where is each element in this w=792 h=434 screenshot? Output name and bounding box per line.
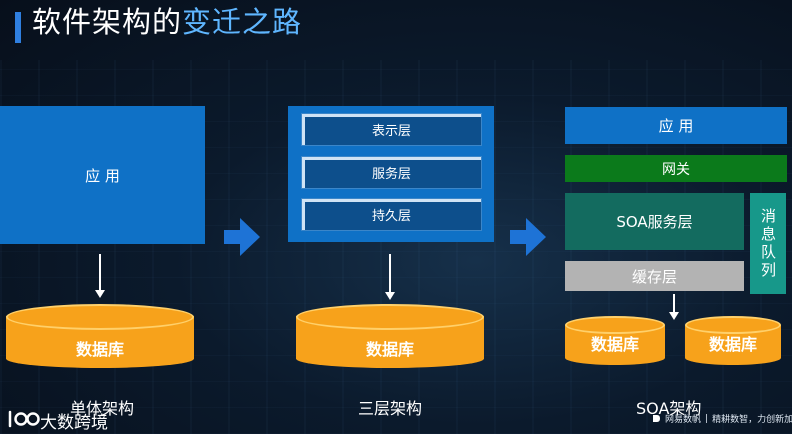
soa-service-layer-box: SOA服务层 bbox=[565, 193, 744, 250]
presentation-layer-label: 表示层 bbox=[371, 124, 411, 139]
footer-separator: | bbox=[705, 413, 709, 424]
message-queue-box: 消息队列 bbox=[750, 193, 786, 294]
soa-database-1-label: 数据库 bbox=[590, 335, 639, 354]
gateway-label: 网关 bbox=[662, 161, 690, 178]
three-tier-database-top bbox=[296, 304, 484, 330]
transition-arrow-icon bbox=[224, 218, 260, 256]
title-highlight: 变迁之路 bbox=[182, 5, 303, 39]
soa-database-1-top bbox=[565, 316, 665, 334]
cache-layer-box: 缓存层 bbox=[565, 261, 744, 291]
monolith-down-arrow bbox=[95, 254, 105, 298]
three-tier-down-arrow bbox=[385, 254, 395, 300]
page-title: 软件架构的变迁之路 bbox=[32, 2, 302, 42]
footer-brand: 网易数帆 bbox=[665, 415, 702, 425]
cache-layer-label: 缓存层 bbox=[631, 267, 677, 286]
monolith-app-label: 应 用 bbox=[85, 166, 120, 185]
monolith-database-label: 数据库 bbox=[75, 340, 124, 359]
monolith-app-box: 应 用 bbox=[0, 106, 205, 244]
three-tier-database-label: 数据库 bbox=[365, 340, 414, 359]
transition-arrow-icon bbox=[510, 218, 546, 256]
persistence-layer-label: 持久层 bbox=[371, 209, 411, 224]
service-layer-box: 服务层 bbox=[301, 156, 482, 189]
soa-app-label: 应 用 bbox=[658, 117, 694, 135]
watermark-logo-text: 大数跨境 bbox=[40, 413, 108, 433]
soa-app-box: 应 用 bbox=[565, 107, 787, 144]
monolith-database-top bbox=[6, 304, 194, 330]
monolith-caption: 单体架构 bbox=[70, 399, 135, 418]
brand-logo-icon bbox=[653, 415, 660, 422]
soa-database-2-top bbox=[685, 316, 781, 334]
footer: 网易数帆 | 精耕数智，力创新加速 bbox=[652, 412, 792, 425]
persistence-layer-box: 持久层 bbox=[301, 198, 482, 231]
footer-slogan: 精耕数智，力创新加速 bbox=[712, 415, 792, 425]
soa-database-2-label: 数据库 bbox=[708, 335, 757, 354]
soa-caption: SOA架构 bbox=[636, 399, 702, 418]
three-tier-caption: 三层架构 bbox=[358, 399, 423, 418]
message-queue-label: 消息队列 bbox=[759, 207, 777, 280]
soa-down-arrow bbox=[669, 294, 679, 320]
title-accent-bar bbox=[15, 12, 21, 43]
presentation-layer-box: 表示层 bbox=[301, 113, 482, 146]
soa-service-layer-label: SOA服务层 bbox=[616, 213, 693, 231]
service-layer-label: 服务层 bbox=[371, 167, 411, 182]
gateway-box: 网关 bbox=[565, 155, 787, 182]
title-prefix: 软件架构的 bbox=[32, 5, 183, 39]
watermark-logo-icon bbox=[8, 410, 40, 428]
